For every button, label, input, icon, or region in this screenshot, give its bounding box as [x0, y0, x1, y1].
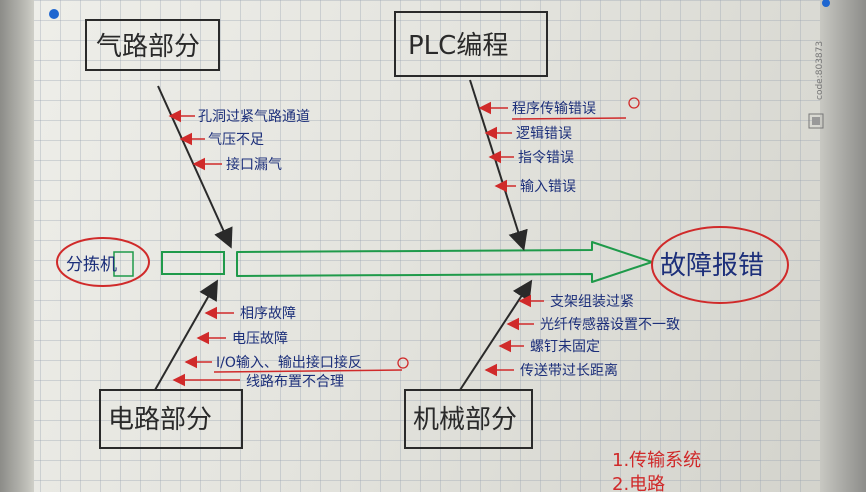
cause-mark	[397, 357, 409, 369]
spine-segment-small	[161, 251, 225, 275]
cause-dianlu-1: 相序故障	[240, 306, 296, 322]
board-left-edge	[0, 0, 34, 492]
cause-qilu-1: 孔洞过紧气路通道	[198, 109, 310, 125]
qr-code-inner	[812, 117, 820, 125]
spine-arrow	[236, 241, 653, 283]
cause-plc-4: 输入错误	[520, 179, 576, 195]
cause-dianlu-2: 电压故障	[232, 331, 288, 347]
pin-top-right	[822, 0, 830, 7]
cause-dianlu-4: 线路布置不合理	[246, 374, 344, 390]
tail-label: 分拣机	[66, 255, 117, 275]
head-ellipse	[651, 226, 789, 304]
box-bottom-right	[404, 389, 533, 449]
cause-jixie-1: 支架组装过紧	[550, 294, 634, 310]
head-label: 故障报错	[660, 251, 764, 281]
bone-bottom-left	[154, 279, 218, 391]
cause-qilu-3: 接口漏气	[226, 156, 282, 173]
box-bottom-right-label: 机械部分	[413, 405, 517, 435]
cause-jixie-2: 光纤传感器设置不一致	[540, 316, 680, 333]
pin-top-left	[49, 9, 59, 19]
cause-dianlu-3: I/O输入、输出接口接反	[216, 354, 362, 371]
cause-underline	[213, 369, 403, 373]
cause-jixie-3: 螺钉未固定	[530, 339, 600, 355]
legend-item-2: 2.电路	[612, 474, 665, 492]
cause-qilu-2: 气压不足	[208, 132, 264, 148]
legend-item-1: 1.传输系统	[612, 450, 701, 471]
cause-mark	[628, 97, 640, 109]
box-top-right-label: PLC编程	[408, 31, 508, 61]
cause-plc-1: 程序传输错误	[512, 101, 596, 117]
cause-plc-2: 逻辑错误	[516, 126, 572, 142]
qr-code	[808, 113, 824, 129]
box-bottom-left	[99, 389, 243, 449]
cause-underline	[511, 117, 627, 120]
box-top-left	[85, 19, 220, 71]
cause-plc-3: 指令错误	[518, 150, 574, 166]
box-top-left-label: 气路部分	[96, 32, 200, 62]
bone-bottom-right	[459, 279, 533, 391]
board-right-edge	[820, 0, 866, 492]
tail-small-box	[113, 251, 134, 277]
cause-jixie-4: 传送带过长距离	[520, 362, 618, 379]
code-watermark: code:803873	[815, 41, 825, 100]
box-top-right	[394, 11, 548, 77]
box-bottom-left-label: 电路部分	[108, 405, 212, 435]
tail-ellipse	[56, 237, 150, 287]
